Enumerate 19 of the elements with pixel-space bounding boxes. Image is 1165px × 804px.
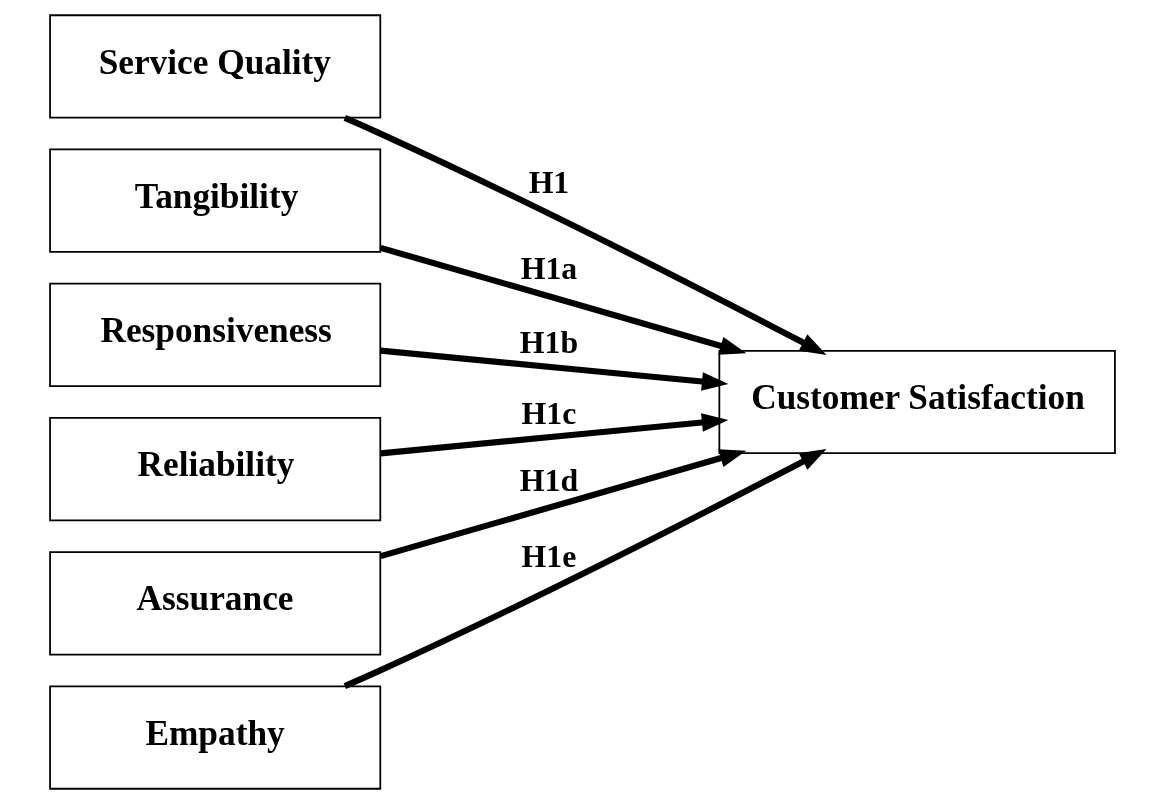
node-box: Service Quality xyxy=(49,14,382,119)
node-box: Assurance xyxy=(49,551,382,656)
node-box: Tangibility xyxy=(49,148,382,253)
node-box: Customer Satisfaction xyxy=(718,349,1116,455)
arrow xyxy=(379,244,747,355)
edge-label: H1 xyxy=(528,164,570,200)
arrow xyxy=(343,449,827,689)
node-box: Empathy xyxy=(49,685,382,790)
arrow xyxy=(343,115,827,355)
edge-label: H1b xyxy=(519,325,579,361)
arrow xyxy=(379,449,747,560)
edge-label: H1e xyxy=(521,538,577,574)
arrow xyxy=(380,413,729,457)
node-box: Reliability xyxy=(49,417,382,522)
edge-label: H1a xyxy=(520,251,578,287)
edge-label: H1c xyxy=(521,395,577,431)
node-box: Responsiveness xyxy=(49,282,382,387)
arrow xyxy=(380,347,729,391)
edge-label: H1d xyxy=(519,463,579,498)
